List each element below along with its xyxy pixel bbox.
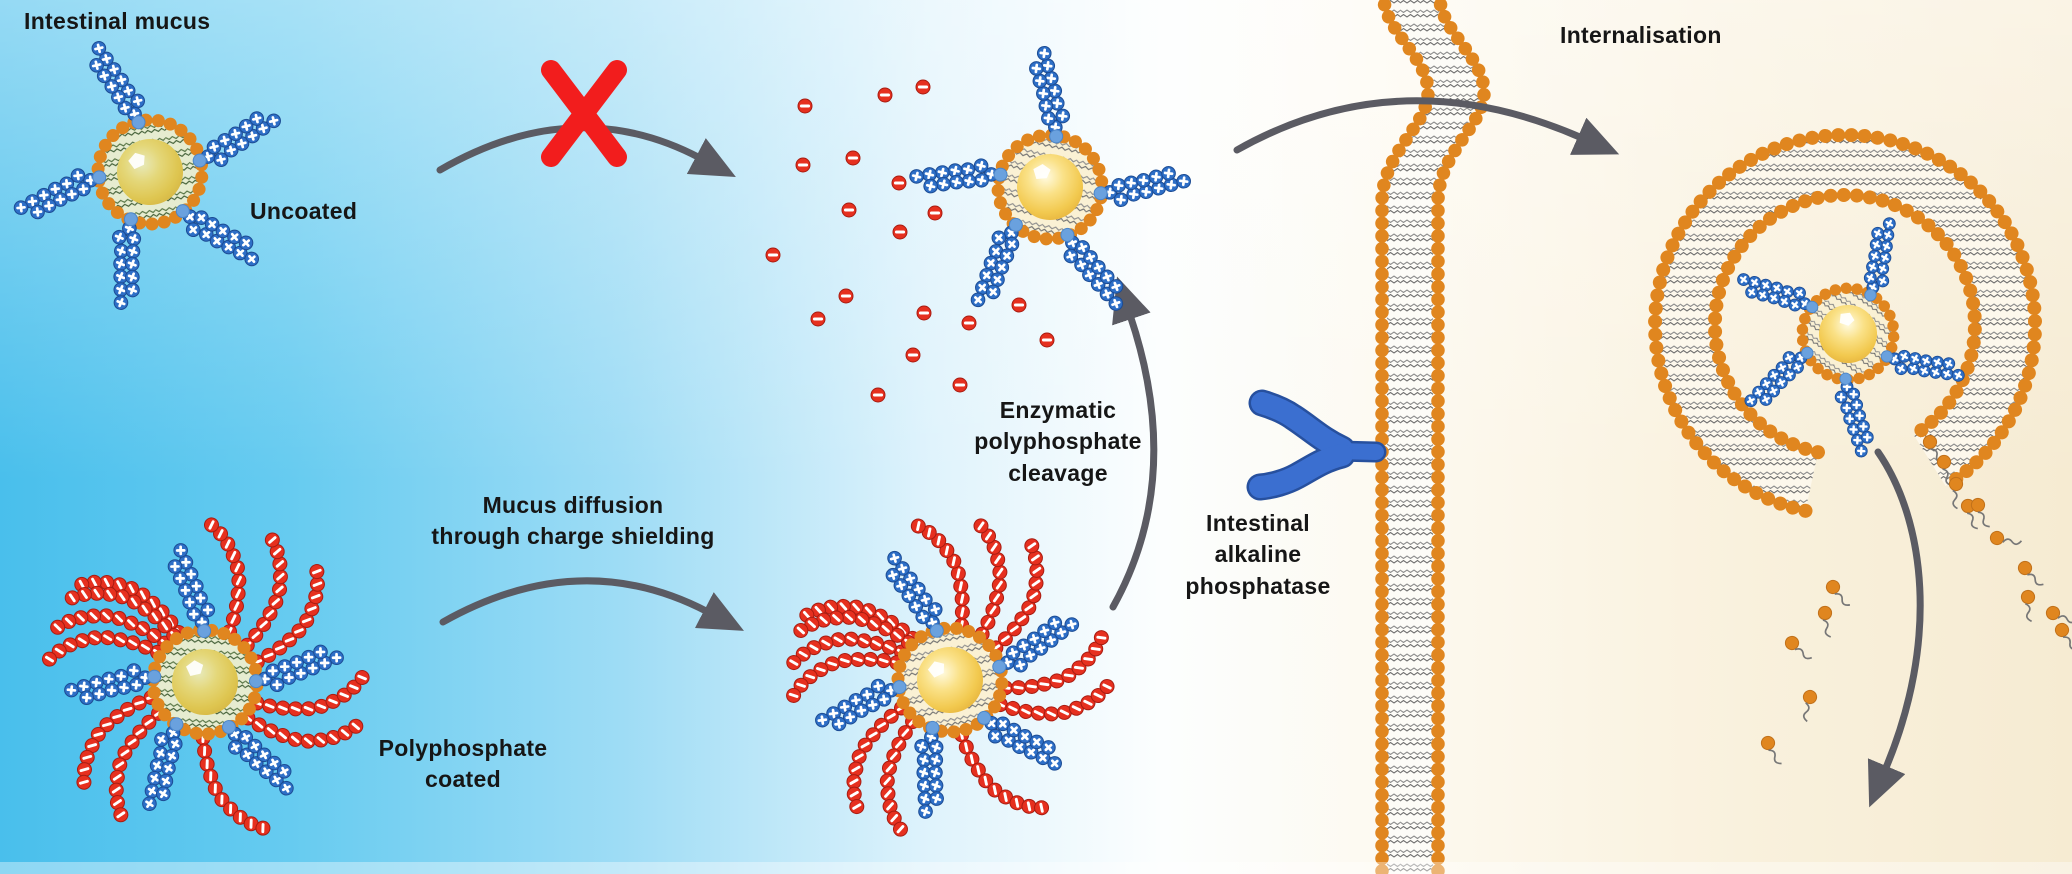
label-intestinal-alkaline-phosphatase: Intestinal alkaline phosphatase <box>1185 510 1331 599</box>
label-mucus-diffusion: Mucus diffusion through charge shielding <box>431 492 715 550</box>
label-enzymatic-cleavage: Enzymatic polyphosphate cleavage <box>974 397 1142 486</box>
mucus-diffusion-arrow <box>439 577 744 631</box>
endocytic-vesicle-membrane <box>1648 127 2043 531</box>
label-intestinal-mucus: Intestinal mucus <box>24 8 211 34</box>
label-polyphosphate-coated: Polyphosphate coated <box>378 735 548 793</box>
release-arrow <box>1867 448 1924 808</box>
enzymatic-cleavage-arrow <box>1109 276 1158 611</box>
label-internalisation: Internalisation <box>1560 22 1722 48</box>
cell-membrane <box>1382 0 1484 874</box>
bottom-highlight-strip <box>0 862 2072 874</box>
alkaline-phosphatase-enzyme-icon <box>1246 389 1387 501</box>
x-mark-icon <box>541 60 627 167</box>
coated-nanoparticle-in-mucus <box>757 488 1139 858</box>
label-uncoated: Uncoated <box>250 198 358 224</box>
internalisation-arrow <box>1233 97 1620 155</box>
cleaved-nanoparticle <box>885 22 1216 351</box>
polyphosphate-coated-nanoparticle <box>29 505 382 845</box>
uncoated-nanoparticle <box>0 15 307 328</box>
